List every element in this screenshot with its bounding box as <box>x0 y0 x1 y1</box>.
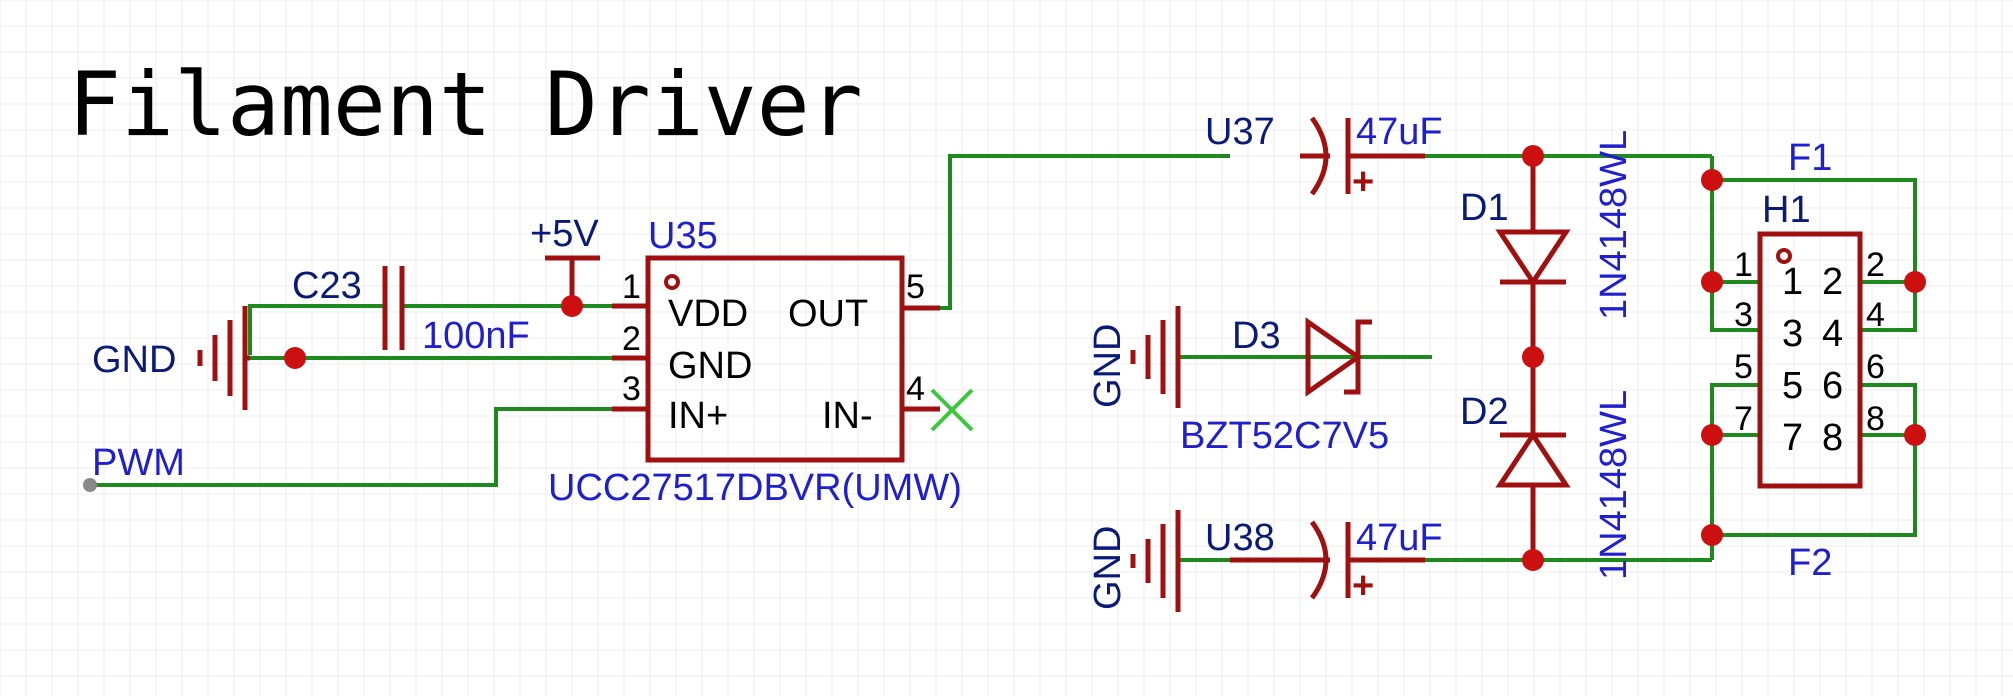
u35-pin1: 1 <box>622 268 641 306</box>
diode-d1[interactable] <box>1495 156 1571 357</box>
wire-f1-left <box>1710 180 1760 332</box>
u35-vdd-label: VDD <box>668 293 748 335</box>
gnd-symbol-u38 <box>1130 510 1181 612</box>
capacitor-u38[interactable] <box>1230 520 1425 600</box>
gnd-symbol-d3 <box>1130 306 1181 408</box>
h1-inner-pin-5: 5 <box>1782 365 1803 407</box>
d3-ref-label: D3 <box>1232 315 1281 357</box>
wire-f2-right <box>1710 435 1917 560</box>
h1-outer-pin-2: 2 <box>1866 246 1885 284</box>
wire-pwm <box>90 407 648 487</box>
u38-plus-sign: + <box>1352 565 1374 607</box>
diode-d2[interactable] <box>1495 357 1571 560</box>
h1-inner-pin-6: 6 <box>1822 365 1843 407</box>
u35-value-label: UCC27517DBVR(UMW) <box>548 467 962 509</box>
h1-inner-pin-7: 7 <box>1782 417 1803 459</box>
u35-ref-label: U35 <box>648 215 718 257</box>
wire-h1-pin4 <box>1860 282 1917 332</box>
gnd-label-left: GND <box>92 339 176 381</box>
u35-pin5: 5 <box>906 268 925 306</box>
f2-label: F2 <box>1788 542 1832 584</box>
h1-outer-pin-5: 5 <box>1734 348 1753 386</box>
d3-value-label: BZT52C7V5 <box>1180 415 1389 457</box>
ic-u35[interactable] <box>612 255 940 463</box>
h1-inner-pin-3: 3 <box>1782 313 1803 355</box>
capacitor-u37[interactable] <box>1300 116 1425 196</box>
h1-ref-label: H1 <box>1762 189 1811 231</box>
d2-value-label: 1N4148WL <box>1593 390 1635 580</box>
connector-h1[interactable] <box>1757 231 1863 489</box>
schematic-title: Filament Driver <box>68 53 863 156</box>
u38-ref-label: U38 <box>1205 517 1275 559</box>
wire-c23-left <box>248 304 385 355</box>
d2-ref-label: D2 <box>1460 391 1509 433</box>
h1-inner-pin-4: 4 <box>1822 313 1843 355</box>
wire-f1-right <box>1710 156 1917 282</box>
u35-pin2: 2 <box>622 320 641 358</box>
h1-outer-pin-4: 4 <box>1866 296 1885 334</box>
u35-pin4: 4 <box>906 370 925 408</box>
capacitor-c23[interactable] <box>382 266 405 350</box>
wire-out <box>905 154 1230 310</box>
junctions <box>284 145 1926 571</box>
u35-inp-label: IN+ <box>668 395 728 437</box>
vcc-label: +5V <box>530 213 599 255</box>
gnd-label-d3: GND <box>1087 324 1129 408</box>
gnd-symbol-left <box>197 306 295 410</box>
wire-h1-pin6 <box>1860 383 1917 435</box>
zener-d3[interactable] <box>1305 317 1372 397</box>
wire-f2-left <box>1710 383 1760 535</box>
u35-pin3: 3 <box>622 370 641 408</box>
u38-value-label: 47uF <box>1356 517 1443 559</box>
d1-value-label: 1N4148WL <box>1593 130 1635 320</box>
gnd-label-u38: GND <box>1087 526 1129 610</box>
no-connect-icon <box>930 388 974 432</box>
h1-outer-pin-1: 1 <box>1734 246 1753 284</box>
c23-value-label: 100nF <box>422 315 530 357</box>
u37-ref-label: U37 <box>1205 111 1275 153</box>
h1-outer-pin-3: 3 <box>1734 296 1753 334</box>
h1-outer-pin-6: 6 <box>1866 348 1885 386</box>
h1-outer-pin-8: 8 <box>1866 400 1885 438</box>
f1-label: F1 <box>1788 137 1832 179</box>
pwm-port-pin[interactable] <box>83 478 97 492</box>
h1-inner-pin-8: 8 <box>1822 417 1843 459</box>
u35-inm-label: IN- <box>822 395 873 437</box>
u37-value-label: 47uF <box>1356 111 1443 153</box>
pwm-label: PWM <box>92 442 185 484</box>
u35-out-label: OUT <box>788 293 868 335</box>
d1-ref-label: D1 <box>1460 187 1509 229</box>
u37-plus-sign: + <box>1352 161 1374 203</box>
u35-gnd-label: GND <box>668 345 752 387</box>
h1-inner-pin-1: 1 <box>1782 261 1803 303</box>
c23-ref-label: C23 <box>292 265 362 307</box>
h1-outer-pin-7: 7 <box>1734 400 1753 438</box>
h1-inner-pin-2: 2 <box>1822 261 1843 303</box>
